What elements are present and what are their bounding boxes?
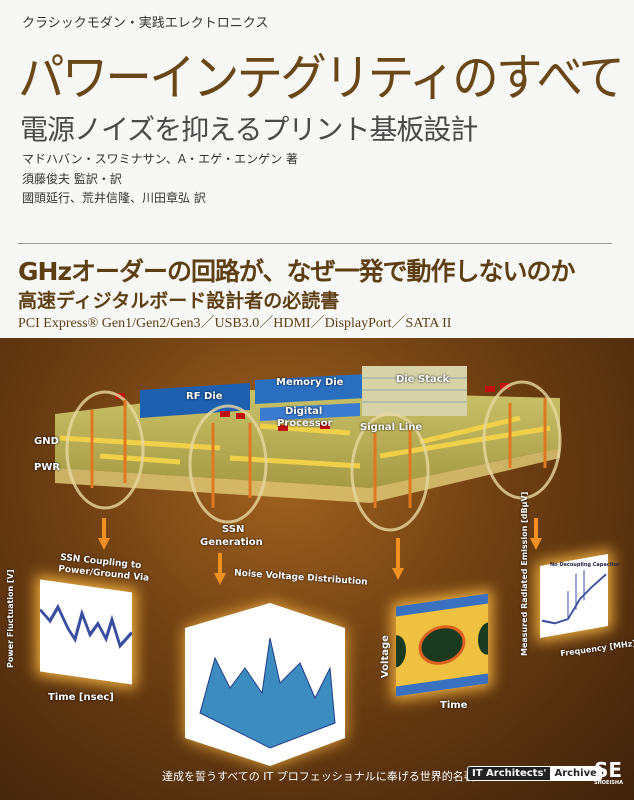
memory-die [255, 374, 365, 404]
die-stack [362, 366, 467, 416]
publisher-mark: SE [594, 758, 623, 782]
pcb-cross-section [55, 366, 562, 766]
supervising-translator: 須藤俊夫 監訳・訳 [22, 172, 122, 186]
planes [59, 415, 551, 469]
ssn-coupling-chart [38, 579, 134, 685]
ssn-xlabel: Time [nsec] [48, 692, 114, 703]
label-die-stack: Die Stack [396, 374, 450, 385]
publisher-name: SHOEISHA [594, 780, 623, 786]
headline: GHzオーダーの回路が、なぜ一発で動作しないのか [18, 257, 575, 286]
illustration: RF Die Memory Die Die Stack Digital Proc… [0, 338, 634, 800]
book-subtitle: 電源ノイズを抑えるプリント基板設計 [20, 113, 478, 146]
label-memory-die: Memory Die [276, 377, 344, 388]
label-digital: Digital [285, 406, 323, 417]
badge-left: IT Architects' [468, 767, 551, 780]
label-ssn: SSN [222, 524, 245, 535]
eye-xlabel: Time [440, 700, 468, 711]
label-signal-line: Signal Line [360, 422, 423, 433]
label-rf-die: RF Die [186, 391, 223, 402]
tagline: 達成を誓うすべての IT プロフェッショナルに奉げる世界的名著 [162, 770, 475, 783]
standards-list: PCI Express® Gen1/Gen2/Gen3／USB3.0／HDMI／… [18, 316, 452, 331]
label-ssn-generation: Generation [200, 537, 263, 548]
label-pwr: PWR [34, 462, 61, 473]
arrows [98, 518, 542, 585]
authors: マドハバン・スワミナサン、A・エゲ・エンゲン 著 [22, 152, 298, 166]
publisher-logo: SE SHOEISHA [594, 760, 623, 786]
rf-die [140, 383, 250, 418]
series-badge: IT Architects' Archive [467, 766, 602, 781]
emission-legend: No Decoupling Capacitor [550, 562, 620, 568]
series-name: クラシックモダン・実践エレクトロニクス [22, 16, 269, 31]
label-gnd: GND [34, 436, 59, 447]
emission-ylabel: Measured Radiated Emission [dBμV] [520, 491, 529, 656]
emission-chart [540, 554, 608, 638]
noise-surface [199, 637, 336, 749]
highlight-circles [65, 380, 562, 532]
label-processor: Processor [277, 418, 333, 429]
divider [18, 243, 612, 244]
eye-ylabel: Voltage [380, 635, 391, 678]
sub-headline: 高速ディジタルボード設計者の必読書 [18, 290, 340, 312]
translators: 國頭延行、荒井信隆、川田章弘 訳 [22, 191, 206, 205]
ssn-ylabel: Power Fluctuation [V] [6, 569, 15, 668]
eye-diagram [386, 593, 498, 697]
book-title: パワーインテグリティのすべて [18, 49, 625, 107]
badge-right: Archive [550, 767, 601, 780]
